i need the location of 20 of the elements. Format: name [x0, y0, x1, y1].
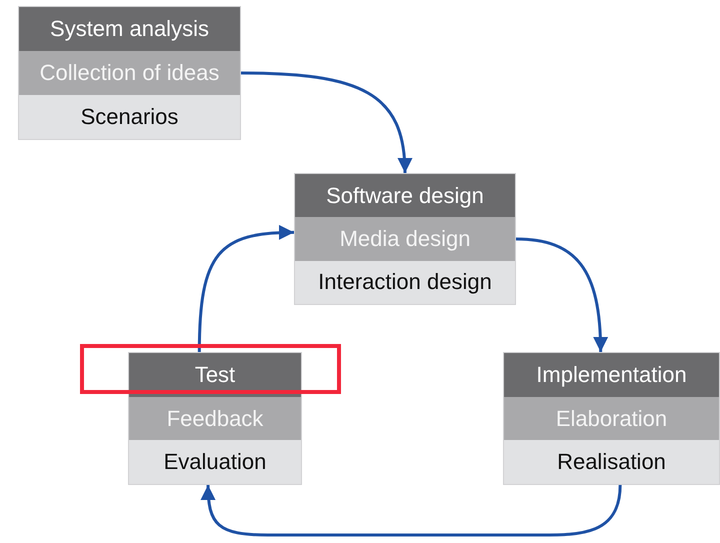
- stage-subheading: Elaboration: [504, 396, 719, 440]
- stage-subheading: Media design: [295, 217, 515, 261]
- stage-detail: Interaction design: [295, 260, 515, 304]
- stage-detail: Evaluation: [129, 440, 301, 484]
- stage-subheading: Collection of ideas: [19, 51, 240, 95]
- stage-heading: Implementation: [504, 353, 719, 397]
- stage-card: [294, 173, 516, 305]
- arrow: [198, 225, 294, 352]
- stage-heading: Software design: [295, 174, 515, 218]
- stage-card: [18, 6, 241, 140]
- stage-card: [128, 352, 302, 485]
- stage-card: [503, 352, 720, 485]
- stage-detail: Realisation: [504, 440, 719, 484]
- stage-detail: Scenarios: [19, 95, 240, 139]
- arrow: [240, 72, 412, 174]
- arrow: [516, 238, 608, 352]
- stage-subheading: Feedback: [129, 396, 301, 440]
- stage-heading: Test: [129, 353, 301, 397]
- arrow: [200, 484, 622, 536]
- stage-heading: System analysis: [19, 7, 240, 51]
